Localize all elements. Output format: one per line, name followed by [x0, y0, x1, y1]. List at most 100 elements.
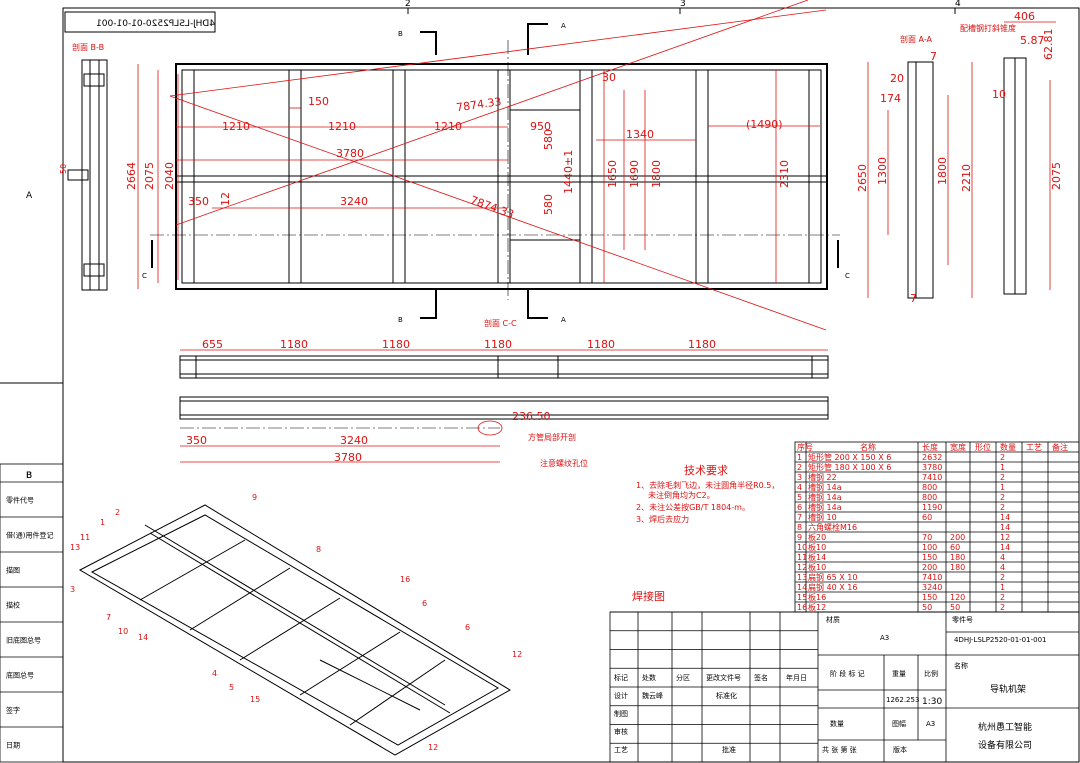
bom-cell: 2: [1000, 593, 1005, 602]
bom-cell: 60: [950, 543, 960, 552]
svg-text:1: 1: [100, 518, 105, 527]
svg-text:350: 350: [188, 195, 209, 208]
title-block: 材质 A3 零件号 4DHJ-LSLP2520-01-01-001 阶 段 标 …: [609, 611, 1080, 763]
bom-cell: 14: [797, 583, 807, 592]
svg-text:(1490): (1490): [746, 118, 783, 131]
bom-cell: 60: [922, 513, 932, 522]
svg-text:标准化: 标准化: [716, 691, 737, 700]
svg-text:导轨机架: 导轨机架: [990, 683, 1026, 695]
svg-text:12: 12: [512, 650, 522, 659]
svg-text:1210: 1210: [328, 120, 356, 133]
svg-text:150: 150: [308, 95, 329, 108]
bom-cell: 槽钢 22: [808, 472, 837, 482]
border-row-b: B: [26, 471, 32, 481]
svg-text:1690: 1690: [628, 160, 641, 188]
svg-text:分区: 分区: [676, 673, 690, 682]
plan-dimensions: 1210 1210 1210 150 3780 3240 350 12 7874…: [125, 0, 827, 331]
svg-text:标记: 标记: [614, 673, 628, 682]
svg-text:零件号: 零件号: [952, 615, 973, 624]
svg-text:1180: 1180: [587, 338, 615, 351]
svg-text:3780: 3780: [334, 451, 362, 464]
bom-cell: 13: [797, 573, 807, 582]
bom-cell: 2: [797, 463, 802, 472]
svg-text:备注: 备注: [1052, 442, 1068, 452]
svg-text:C: C: [142, 272, 147, 280]
svg-text:406: 406: [1014, 10, 1035, 23]
left-panel-label: 旧底图总号: [6, 636, 41, 645]
weld-drawing-title: 焊接图: [632, 589, 665, 603]
svg-text:4DHJ-LSLP2520-01-01-001: 4DHJ-LSLP2520-01-01-001: [954, 636, 1046, 644]
bom-cell: 槽钢 14a: [808, 492, 842, 502]
svg-text:1180: 1180: [280, 338, 308, 351]
bom-cell: 1: [1000, 483, 1005, 492]
svg-text:1340: 1340: [626, 128, 654, 141]
bom-cell: 12: [1000, 533, 1010, 542]
svg-text:A: A: [561, 316, 566, 324]
svg-text:A3: A3: [926, 720, 935, 728]
svg-text:7: 7: [930, 50, 937, 63]
svg-text:1300: 1300: [876, 157, 889, 185]
svg-text:580: 580: [542, 129, 555, 150]
bom-cell: 14: [1000, 523, 1010, 532]
bom-cell: 板10: [808, 542, 826, 552]
svg-text:1、去除毛刺飞边，未注圆角半径R0.5，: 1、去除毛刺飞边，未注圆角半径R0.5，: [636, 480, 779, 490]
svg-text:3、焊后去应力: 3、焊后去应力: [636, 514, 689, 524]
svg-text:6: 6: [422, 599, 427, 608]
bom-cell: 槽钢 14a: [808, 502, 842, 512]
bom-cell: 2: [1000, 603, 1005, 612]
svg-text:2: 2: [115, 508, 120, 517]
bom-cell: 板12: [808, 602, 826, 612]
bom-cell: 120: [950, 593, 965, 602]
svg-text:1180: 1180: [382, 338, 410, 351]
svg-text:签名: 签名: [754, 673, 768, 682]
bom-cell: 50: [950, 603, 960, 612]
svg-text:2075: 2075: [1050, 162, 1063, 190]
bom-cell: 1: [1000, 583, 1005, 592]
bom-cell: 4: [1000, 553, 1005, 562]
svg-text:2040: 2040: [163, 162, 176, 190]
svg-text:重量: 重量: [892, 670, 906, 678]
bom-cell: 2632: [922, 453, 942, 462]
svg-text:批准: 批准: [722, 745, 736, 754]
svg-text:比例: 比例: [924, 669, 938, 678]
svg-text:阶 段 标 记: 阶 段 标 记: [830, 669, 865, 678]
svg-text:174: 174: [880, 92, 901, 105]
svg-text:13: 13: [70, 543, 80, 552]
left-panel-label: 描校: [6, 601, 20, 610]
bom-cell: 2: [1000, 453, 1005, 462]
svg-text:1:30: 1:30: [922, 697, 942, 707]
left-panel-label: 描图: [6, 566, 20, 575]
svg-text:3240: 3240: [340, 195, 368, 208]
elevation-view: 655 1180 1180 1180 1180 1180 236.50 350 …: [179, 338, 829, 468]
svg-text:未注倒角均为C2。: 未注倒角均为C2。: [648, 490, 715, 500]
view-markers: B A B A C C: [142, 22, 850, 324]
bom-cell: 150: [922, 553, 937, 562]
svg-text:形位: 形位: [975, 442, 991, 452]
bom-cell: 六角螺栓M16: [808, 522, 857, 532]
svg-text:12: 12: [219, 192, 232, 206]
bom-cell: 5: [797, 493, 802, 502]
bom-cell: 7: [797, 513, 802, 522]
tech-requirements: 技术要求 1、去除毛刺飞边，未注圆角半径R0.5， 未注倒角均为C2。 2、未注…: [636, 464, 779, 524]
svg-text:处数: 处数: [642, 673, 656, 682]
section-aa-view: 2650 1300 1800 2210 2075 20 174 10 7 7 4…: [856, 10, 1063, 305]
svg-text:A3: A3: [880, 634, 889, 642]
svg-text:工艺: 工艺: [614, 746, 628, 754]
bom-cell: 槽钢 10: [808, 512, 837, 522]
svg-text:B: B: [398, 30, 403, 38]
bom-cell: 150: [922, 593, 937, 602]
svg-text:名称: 名称: [954, 661, 968, 670]
bom-cell: 2: [1000, 493, 1005, 502]
svg-text:1800: 1800: [936, 157, 949, 185]
drawing-frame: [62, 7, 1080, 763]
svg-text:注意螺纹孔位: 注意螺纹孔位: [540, 458, 588, 468]
bom-cell: 16: [797, 603, 807, 612]
svg-text:B: B: [398, 316, 403, 324]
svg-text:长度: 长度: [922, 442, 938, 452]
svg-text:配槽钢打斜锥度: 配槽钢打斜锥度: [960, 23, 1016, 33]
svg-text:9: 9: [252, 493, 257, 502]
svg-text:7874.33: 7874.33: [468, 193, 515, 221]
svg-text:工艺: 工艺: [1026, 443, 1042, 452]
bom-cell: 70: [922, 533, 932, 542]
